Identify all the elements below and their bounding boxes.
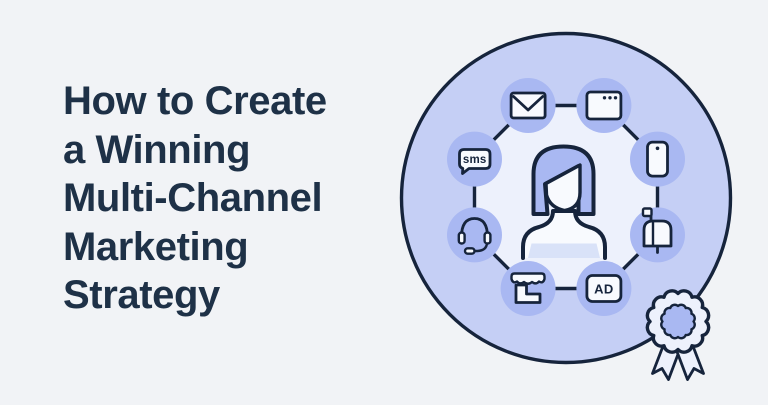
avatar-shirt — [528, 243, 600, 258]
ad-box-icon: AD — [585, 274, 623, 303]
envelope-icon — [509, 91, 547, 120]
sms-bubble-icon: sms — [458, 148, 492, 175]
node-store — [500, 261, 556, 316]
award-ribbon-icon — [645, 289, 711, 381]
smartphone-icon — [646, 140, 669, 178]
rosette-center — [660, 303, 696, 340]
node-support — [447, 207, 502, 263]
browser-window-icon — [585, 90, 623, 121]
storefront-icon — [510, 272, 546, 304]
mailbox-icon — [641, 207, 673, 254]
headset-icon — [457, 217, 492, 255]
avatar-face — [544, 163, 582, 213]
ad-label: AD — [594, 281, 614, 296]
person-avatar — [521, 144, 607, 260]
page-title: How to Create a Winning Multi-Channel Ma… — [63, 79, 327, 317]
sms-label: sms — [463, 154, 487, 166]
